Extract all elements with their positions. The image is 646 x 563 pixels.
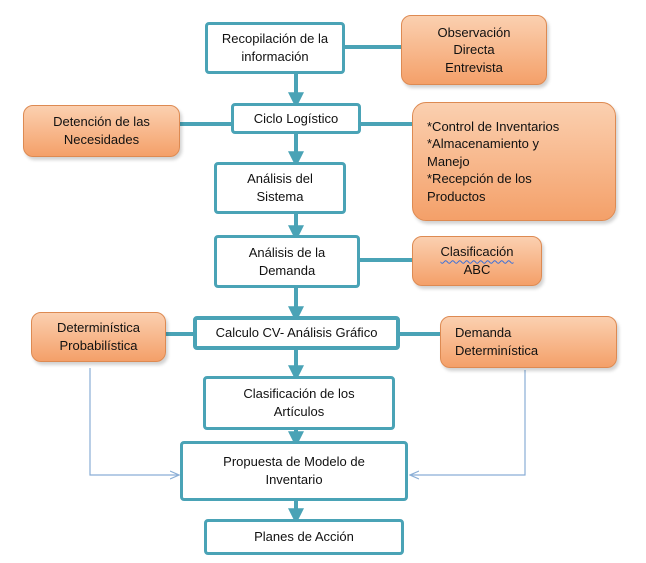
deterministica-line-2: Probabilística [59,338,138,353]
observacion-line-2: Directa [453,42,495,58]
control-line-2: *Almacenamiento y [427,136,539,152]
demanda-det-line-2: Determinística [455,343,539,358]
analisis-sistema-line-2: Sistema [256,189,304,204]
demanda-det-line-1: Demanda [455,325,512,341]
propuesta-line-2: Inventario [265,472,323,487]
calculo-label: Calculo CV- Análisis Gráfico [215,325,378,341]
analisis-demanda-line-2: Demanda [258,262,316,278]
note-deterministica-probabilistica: Determinística Probabilística [31,312,166,362]
planes-label: Planes de Acción [254,529,354,545]
thin-arrow-left-to-propuesta [89,368,178,475]
analisis-demanda-line-1: Análisis de la [248,244,326,260]
note-demanda-deterministica: Demanda Determinística [440,316,617,368]
control-line-3: Manejo [427,153,470,169]
propuesta-line-1: Propuesta de Modelo de [223,454,365,470]
box-ciclo-logistico: Ciclo Logístico [231,103,361,134]
recopilacion-line-1: Recopilación de la [221,31,329,47]
abc-line-2: ABC [463,262,491,277]
clasificacion-articulos-line-2: Artículos [273,404,325,419]
box-recopilacion: Recopilación de la información [205,22,345,74]
box-analisis-demanda: Análisis de la Demanda [214,235,360,288]
box-analisis-sistema: Análisis del Sistema [214,162,346,214]
clasificacion-articulos-line-1: Clasificación de los [243,386,355,402]
deteccion-line-1: Detención de las [53,114,150,130]
recopilacion-line-2: información [241,49,309,64]
box-calculo-cv: Calculo CV- Análisis Gráfico [193,316,400,350]
box-propuesta-modelo: Propuesta de Modelo de Inventario [180,441,408,501]
box-planes-accion: Planes de Acción [204,519,404,555]
thin-arrow-right-to-propuesta [411,370,526,475]
deterministica-line-1: Determinística [56,320,141,336]
observacion-line-1: Observación [437,24,511,40]
observacion-line-3: Entrevista [445,59,503,75]
control-line-5: Productos [427,188,486,204]
analisis-sistema-line-1: Análisis del [247,171,313,187]
abc-line-1: Clasificación [440,244,514,260]
note-observacion: Observación Directa Entrevista [401,15,547,85]
note-deteccion-necesidades: Detención de las Necesidades [23,105,180,157]
deteccion-line-2: Necesidades [63,132,140,147]
control-line-4: *Recepción de los [427,171,532,187]
box-clasificacion-articulos: Clasificación de los Artículos [203,376,395,430]
ciclo-label: Ciclo Logístico [253,110,339,126]
control-line-1: *Control de Inventarios [427,118,560,134]
note-clasificacion-abc: Clasificación ABC [412,236,542,286]
note-control-inventarios: *Control de Inventarios *Almacenamiento … [412,102,616,221]
